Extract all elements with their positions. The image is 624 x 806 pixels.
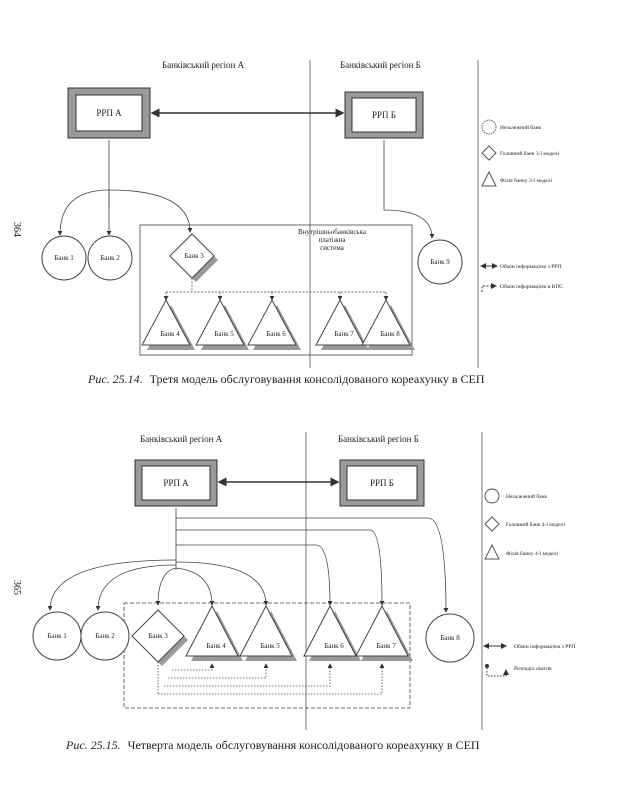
bank-4-triangle: Банк 4 (141, 298, 195, 350)
figure-25-14-caption: Рис. 25.14. Третя модель обслуговування … (87, 372, 485, 386)
region-a-label: Банківський регіон А (162, 60, 245, 70)
bank-4-triangle-2: Банк 4 (185, 604, 243, 661)
bank-8-label-2: Банк 8 (440, 634, 460, 642)
bank-5-triangle: Банк 5 (195, 298, 249, 350)
bank-2-circle-2: Банк 2 (80, 611, 130, 661)
dot-icon (485, 664, 489, 668)
rrp-b-box: РРП Б (344, 91, 424, 139)
bank-1-circle-2: Банк 1 (32, 611, 82, 661)
rrp-b-box-2: РРП Б (339, 459, 425, 507)
rrp-a-box: РРП А (67, 87, 151, 139)
figure-25-15-caption: Рис. 25.15. Четверта модель обслуговуван… (65, 738, 480, 752)
bank-7-label-2: Банк 7 (376, 642, 396, 650)
rrp-a-label: РРП А (96, 108, 122, 118)
legend-head-2: Головний банк 4-ї моделі (506, 521, 565, 528)
bank-6-triangle: Банк 6 (247, 298, 301, 350)
legend-exchange-rrp: Обмін інформацією з РРП (500, 263, 561, 270)
bank-9-circle: Банк 9 (417, 239, 463, 285)
figure-25-15: Банківський регіон А Банківський регіон … (32, 432, 575, 730)
caption-text: Третя модель обслуговування консолідован… (150, 372, 485, 386)
internal-system-box (139, 224, 413, 356)
legend-head: Головний банк 3-ї моделі (500, 150, 559, 157)
legend-1: Незалежний банк Головний банк 3-ї моделі… (480, 119, 563, 292)
bank-2-label-2: Банк 2 (95, 632, 115, 640)
bank-2-label: Банк 2 (100, 254, 120, 262)
bank-4-label: Банк 4 (160, 330, 180, 338)
caption-number-2: Рис. 25.15. (65, 738, 121, 752)
branch-links (163, 278, 389, 301)
triangle-icon (481, 170, 497, 187)
limit-distribution-links (157, 662, 385, 695)
bank-5-label: Банк 5 (214, 330, 234, 338)
caption-text-2: Четверта модель обслуговування консолідо… (128, 738, 480, 752)
page-number-top: 364 (11, 222, 22, 237)
rrp-a-label-2: РРП А (163, 478, 189, 488)
diamond-icon (481, 145, 497, 161)
region-b-label: Банківський регіон Б (340, 60, 421, 70)
bank-7-triangle: Банк 7 (315, 298, 369, 350)
legend-branch: Філія банку 3-ї моделі (500, 177, 552, 184)
bank-3-diamond: Банк 3 (169, 233, 218, 282)
bank-7-label: Банк 7 (334, 330, 354, 338)
bank-5-triangle-2: Банк 5 (239, 604, 297, 661)
legend-branch-2: Філія банку 4-ї моделі (506, 550, 558, 557)
bank-6-triangle-2: Банк 6 (303, 604, 361, 661)
rrp-b-label: РРП Б (372, 110, 396, 120)
circle-icon (481, 119, 497, 135)
bank-6-label-2: Банк 6 (324, 642, 344, 650)
bank-3-label-2: Банк 3 (148, 632, 168, 640)
bank-8-label: Банк 8 (380, 330, 400, 338)
rrp-a-links-2 (47, 508, 449, 613)
legend-distribution: Розподіл лімітів (514, 666, 552, 672)
diamond-icon (484, 516, 500, 532)
bank-2-circle: Банк 2 (87, 235, 133, 281)
bank-3-diamond-2: Банк 3 (131, 609, 188, 666)
bank-6-label: Банк 6 (266, 330, 286, 338)
bank-1-label-2: Банк 1 (47, 632, 67, 640)
dashed-arrow-icon (481, 283, 497, 292)
bank-9-label: Банк 9 (430, 258, 450, 266)
internal-system-line1: Внутрішньобанківська (298, 228, 367, 236)
region-a-label-2: Банківський регіон А (140, 434, 223, 444)
legend-2: Незалежний банк Головний банк 4-ї моделі… (483, 488, 575, 677)
bank-1-circle: Банк 1 (41, 235, 87, 281)
internal-system-line3: система (320, 244, 345, 252)
bank-7-triangle-2: Банк 7 (355, 604, 413, 661)
caption-number: Рис. 25.14. (87, 372, 143, 386)
dotted-arrow-icon (486, 668, 509, 677)
triangle-icon (484, 543, 500, 560)
bank-4-label-2: Банк 4 (206, 642, 226, 650)
circle-icon (484, 488, 500, 504)
rrp-a-box-2: РРП А (134, 459, 218, 507)
bank-5-label-2: Банк 5 (260, 642, 280, 650)
region-b-label-2: Банківський регіон Б (338, 434, 419, 444)
bank-1-label: Банк 1 (54, 254, 74, 262)
legend-independent-2: Незалежний банк (506, 493, 548, 500)
bank-3-label: Банк 3 (184, 252, 204, 260)
legend-exchange-vps: Обмін інформацією в ВПС (500, 283, 563, 290)
page-number-bottom: 365 (11, 580, 22, 595)
bank-8-triangle: Банк 8 (361, 298, 415, 350)
bank-8-circle-2: Банк 8 (425, 613, 475, 663)
legend-independent: Незалежний банк (500, 124, 542, 131)
rrp-b-label-2: РРП Б (370, 478, 394, 488)
legend-exchange-rrp-2: Обмін інформацією з РРП (514, 643, 575, 650)
rrp-a-links (57, 140, 435, 239)
figure-25-14: Банківський регіон А Банківський регіон … (41, 60, 563, 368)
internal-system-line2: платіжна (319, 236, 347, 244)
